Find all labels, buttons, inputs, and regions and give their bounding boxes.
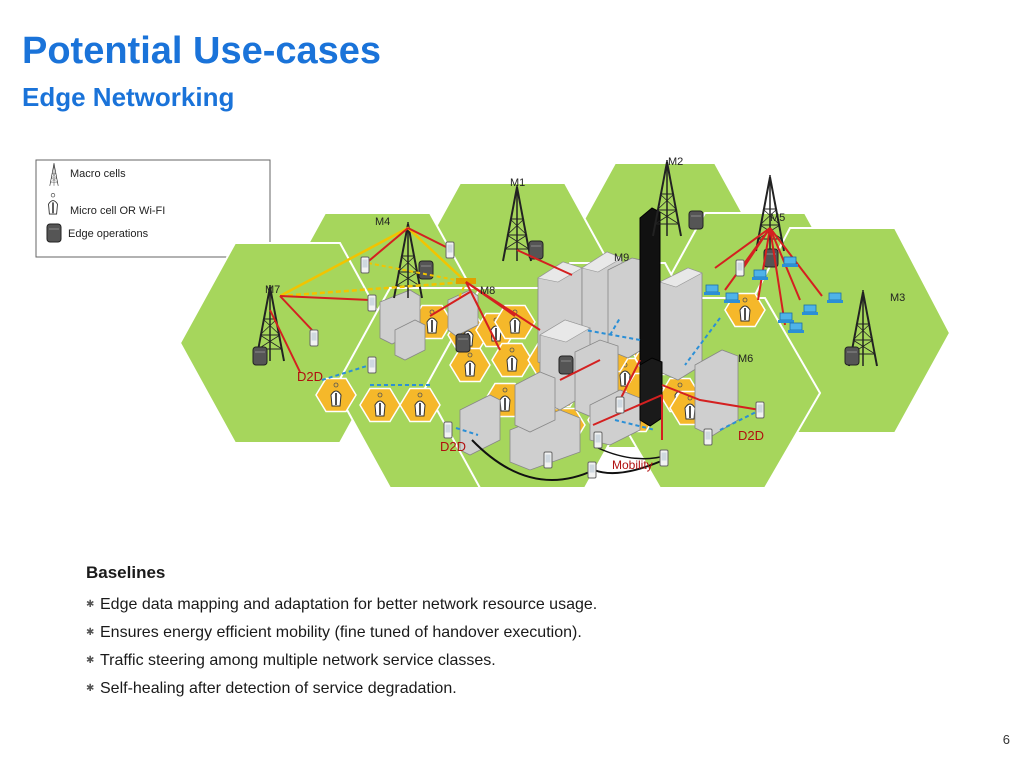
page-subtitle: Edge Networking xyxy=(22,82,235,112)
label-m4: M4 xyxy=(375,216,390,228)
d2d-label-bottom: D2D xyxy=(440,439,466,454)
label-m1: M1 xyxy=(510,177,525,189)
baseline-item: ✱ Traffic steering among multiple network… xyxy=(86,647,786,675)
label-m3: M3 xyxy=(890,292,905,304)
d2d-label-right: D2D xyxy=(738,428,764,443)
legend: Macro cells Micro cell OR Wi-FI Edge ope… xyxy=(35,159,271,258)
label-m2: M2 xyxy=(668,156,683,168)
label-m7: M7 xyxy=(265,284,280,296)
legend-macro-label: Macro cells xyxy=(70,168,126,180)
baselines-section: Baselines ✱ Edge data mapping and adaptat… xyxy=(86,563,786,703)
baseline-text: Edge data mapping and adaptation for bet… xyxy=(100,596,598,613)
baseline-text: Self-healing after detection of service … xyxy=(100,680,457,697)
buildings xyxy=(379,207,739,471)
page-number: 6 xyxy=(1002,732,1010,747)
page-title: Potential Use-cases xyxy=(22,30,382,72)
edge-server-icon xyxy=(46,223,62,243)
edge-network-diagram: Macro cells Micro cell OR Wi-FI Edge ope… xyxy=(35,156,952,489)
mobility-label: Mobility xyxy=(612,458,653,472)
bullet-icon: ✱ xyxy=(86,627,95,638)
baseline-text: Ensures energy efficient mobility (fine … xyxy=(100,624,582,641)
legend-micro-label: Micro cell OR Wi-FI xyxy=(70,205,165,217)
annotation-labels: D2D D2D D2D Mobility xyxy=(297,369,764,472)
bullet-icon: ✱ xyxy=(86,655,95,666)
cell-labels: M2 M1 M5 M4 M9 M7 M8 M3 M6 xyxy=(265,156,905,365)
baseline-item: ✱ Edge data mapping and adaptation for be… xyxy=(86,591,786,619)
network-links xyxy=(269,226,823,481)
black-tower xyxy=(639,207,661,381)
label-m8: M8 xyxy=(480,285,495,297)
baselines-title: Baselines xyxy=(86,563,166,582)
baseline-text: Traffic steering among multiple network … xyxy=(100,652,496,669)
bullet-icon: ✱ xyxy=(86,683,95,694)
baseline-item: ✱ Self-healing after detection of service… xyxy=(86,675,786,703)
label-m6: M6 xyxy=(738,353,753,365)
label-m9: M9 xyxy=(614,252,629,264)
legend-edge-label: Edge operations xyxy=(68,228,149,240)
d2d-label-left: D2D xyxy=(297,369,323,384)
baseline-item: ✱ Ensures energy efficient mobility (fine… xyxy=(86,619,786,647)
label-m5: M5 xyxy=(770,212,785,224)
bullet-icon: ✱ xyxy=(86,599,95,610)
